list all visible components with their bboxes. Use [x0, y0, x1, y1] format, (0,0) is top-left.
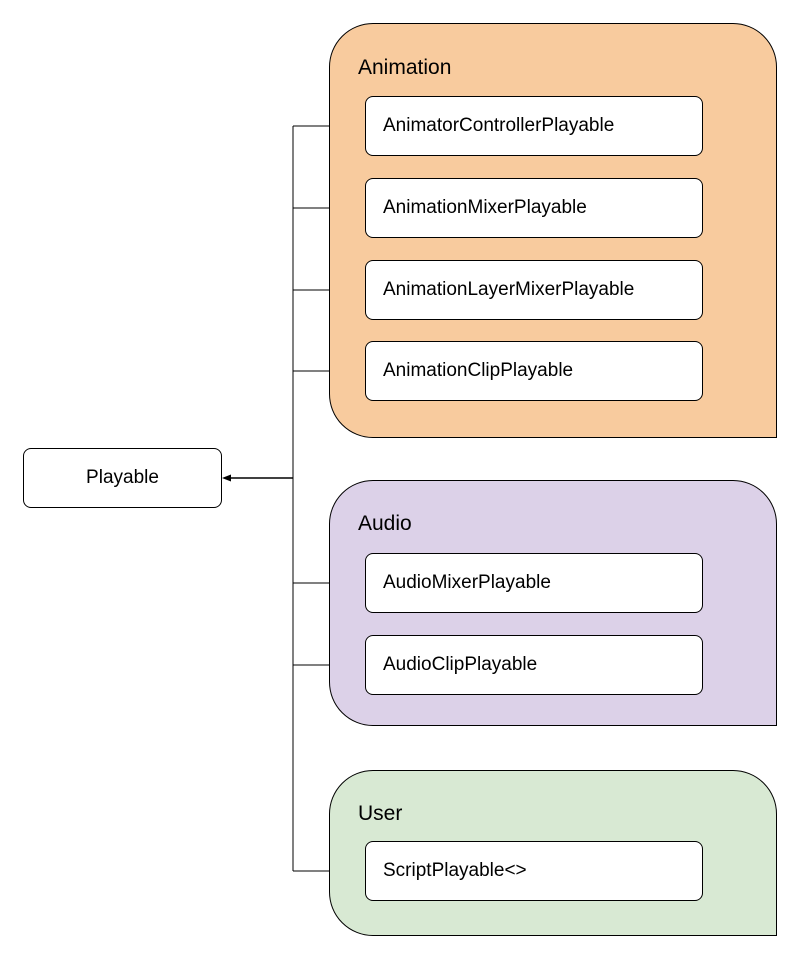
- audio-mixer-playable-node[interactable]: AudioMixerPlayable: [365, 553, 703, 613]
- audio-group-title: Audio: [358, 512, 412, 535]
- animation-mixer-playable-node[interactable]: AnimationMixerPlayable: [365, 178, 703, 238]
- playable-node[interactable]: Playable: [23, 448, 222, 508]
- animator-controller-playable-node[interactable]: AnimatorControllerPlayable: [365, 96, 703, 156]
- user-group-title: User: [358, 802, 403, 825]
- script-playable-node[interactable]: ScriptPlayable<>: [365, 841, 703, 901]
- animation-group-title: Animation: [358, 56, 452, 79]
- animation-layer-mixer-playable-node[interactable]: AnimationLayerMixerPlayable: [365, 260, 703, 320]
- audio-clip-playable-node[interactable]: AudioClipPlayable: [365, 635, 703, 695]
- arrow-head: [222, 474, 231, 482]
- animation-clip-playable-node[interactable]: AnimationClipPlayable: [365, 341, 703, 401]
